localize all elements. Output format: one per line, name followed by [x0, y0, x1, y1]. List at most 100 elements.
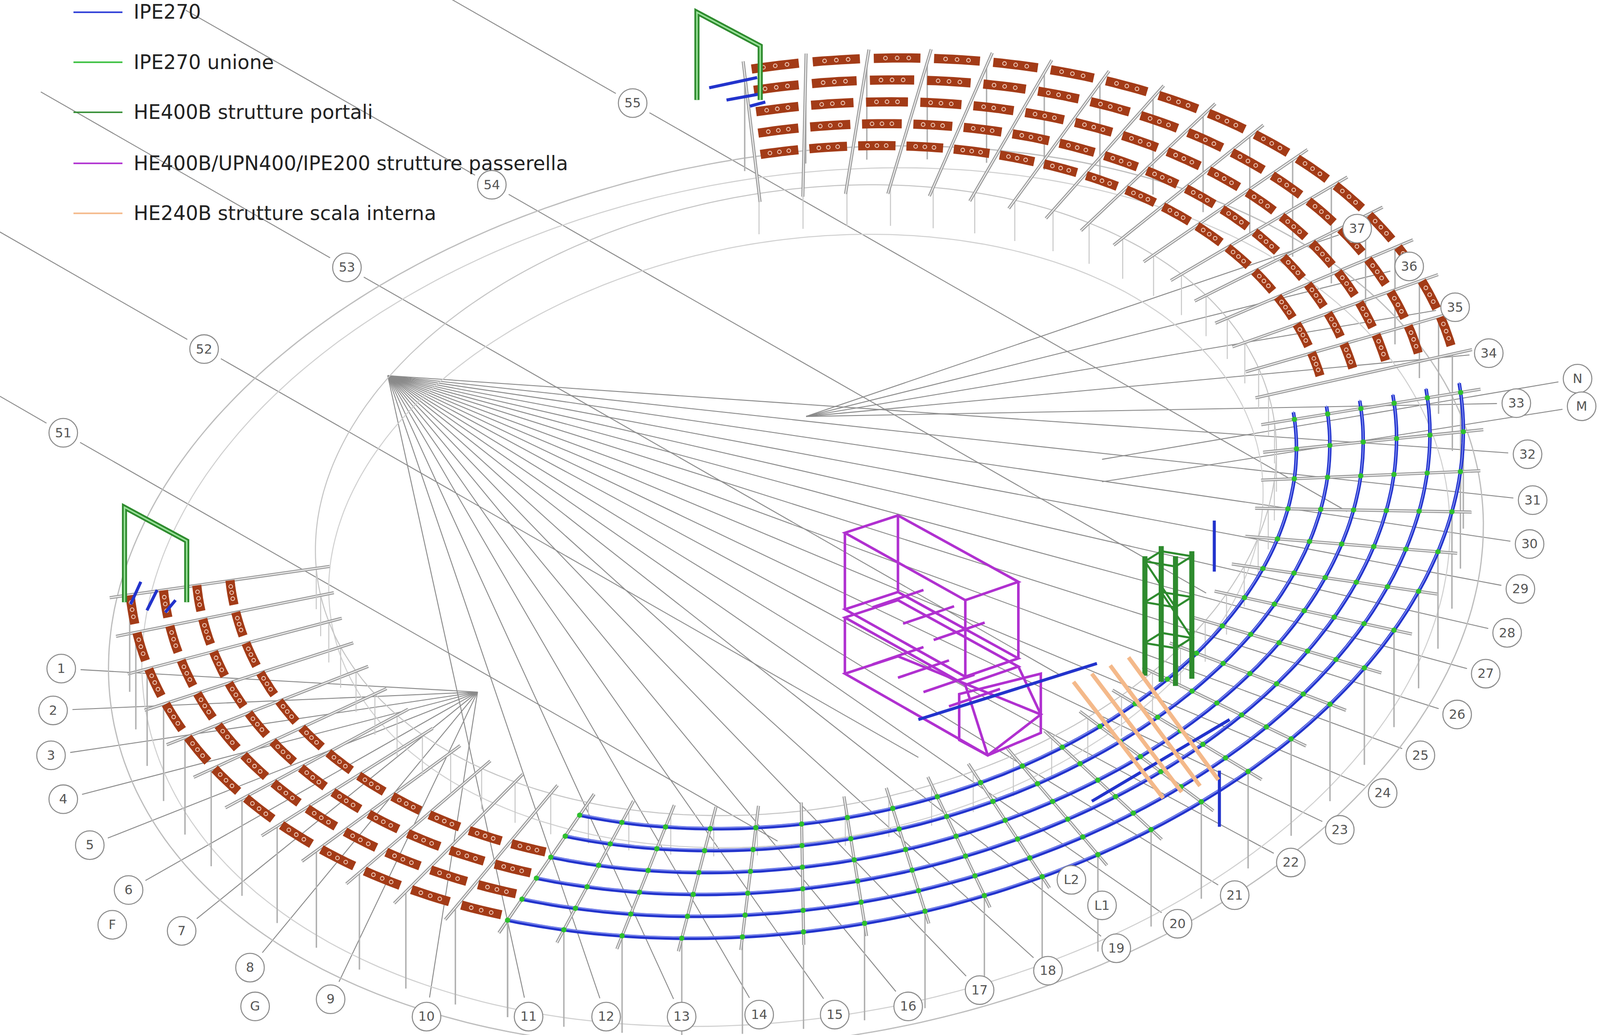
joint — [1248, 631, 1254, 637]
panel-hole — [446, 874, 451, 878]
callout-number: 24 — [1364, 784, 1401, 801]
panel-hole — [960, 148, 965, 152]
panel-hole — [1344, 347, 1348, 352]
panel-hole — [1013, 62, 1018, 67]
joint — [1324, 474, 1331, 481]
panel-hole — [464, 854, 469, 858]
callout-number: 54 — [473, 176, 510, 193]
joint — [1391, 627, 1397, 633]
panel-hole — [1396, 302, 1400, 307]
seat-panel — [1126, 189, 1156, 203]
grid-line — [363, 276, 1062, 676]
seat-panel — [1231, 152, 1264, 170]
panel-hole — [1059, 69, 1064, 74]
rib-beam — [1046, 85, 1165, 219]
joint — [922, 908, 928, 914]
panel-hole — [171, 637, 176, 641]
panel-hole — [1083, 148, 1088, 152]
seat-panel — [1122, 135, 1158, 148]
seat-panel — [1337, 272, 1355, 296]
column — [276, 826, 278, 924]
seat-panel — [214, 768, 239, 792]
panel-hole — [940, 123, 945, 128]
joint — [1339, 541, 1345, 547]
seat-panel — [364, 871, 401, 886]
joint — [1002, 817, 1008, 823]
panel-hole — [1046, 90, 1051, 95]
panel-hole — [1379, 225, 1383, 229]
panel-hole — [216, 662, 221, 666]
panel-hole — [371, 872, 375, 877]
column — [621, 935, 623, 1033]
panel-hole — [437, 896, 442, 901]
panel-hole — [230, 740, 234, 745]
seat-panel — [1086, 175, 1117, 187]
legend-text: HE400B/UPN400/IPE200 strutture passerell… — [133, 151, 569, 176]
grid-line — [387, 375, 824, 999]
panel-hole — [301, 837, 306, 841]
joint — [654, 846, 660, 852]
panel-hole — [277, 785, 282, 790]
joint — [607, 841, 613, 847]
callout-number: 17 — [961, 981, 998, 998]
internal-stair — [1073, 657, 1219, 798]
panel-hole — [220, 729, 225, 733]
joint — [1424, 394, 1430, 401]
joint — [1189, 688, 1195, 694]
panel-hole — [483, 834, 487, 838]
panel-hole — [1129, 136, 1134, 141]
panel-hole — [314, 740, 319, 745]
column — [1088, 223, 1090, 265]
callout-number: 9 — [312, 990, 349, 1007]
joint — [1285, 506, 1291, 512]
panel-hole — [491, 836, 495, 840]
joint — [799, 864, 806, 870]
seat-panel — [165, 704, 183, 730]
panel-hole — [1265, 204, 1270, 208]
seat-panel — [386, 852, 420, 867]
column — [1451, 354, 1454, 452]
rib-beam — [1245, 311, 1458, 372]
column — [1275, 450, 1277, 492]
seat-panel — [1044, 163, 1078, 173]
panel-hole — [1181, 215, 1185, 220]
joint — [798, 821, 805, 827]
joint — [1457, 389, 1464, 395]
joint — [1219, 623, 1226, 629]
column — [1152, 255, 1154, 297]
grid-line — [80, 442, 778, 841]
panel-hole — [1056, 93, 1061, 97]
grid-line — [185, 10, 476, 176]
seat-panel — [858, 141, 896, 151]
walkway-slat — [872, 647, 924, 665]
panel-hole — [841, 101, 845, 105]
joint — [1327, 442, 1333, 448]
panel-hole — [239, 628, 243, 632]
panel-hole — [971, 126, 975, 131]
panel-hole — [969, 149, 974, 153]
column — [587, 802, 589, 844]
panel-hole — [1373, 219, 1377, 223]
callout-number: L1 — [1084, 897, 1120, 914]
panel-hole — [1229, 180, 1234, 185]
panel-hole — [1052, 115, 1057, 120]
panel-hole — [828, 123, 832, 128]
panel-hole — [1135, 86, 1139, 91]
grid-line — [387, 375, 1514, 498]
panel-hole — [421, 838, 426, 842]
legend-text: IPE270 — [133, 0, 201, 24]
panel-hole — [991, 105, 996, 110]
panel-hole — [1042, 113, 1047, 118]
panel-hole — [763, 86, 767, 91]
panel-hole — [981, 127, 985, 132]
panel-hole — [1411, 337, 1416, 342]
panel-hole — [152, 680, 157, 685]
panel-hole — [182, 664, 186, 669]
column — [358, 872, 360, 970]
seat-panel — [983, 84, 1026, 90]
grid-line — [145, 692, 478, 881]
walkway-post — [843, 532, 847, 610]
panel-hole — [287, 827, 291, 832]
seat-panel — [272, 741, 294, 762]
panel-hole — [343, 764, 347, 768]
